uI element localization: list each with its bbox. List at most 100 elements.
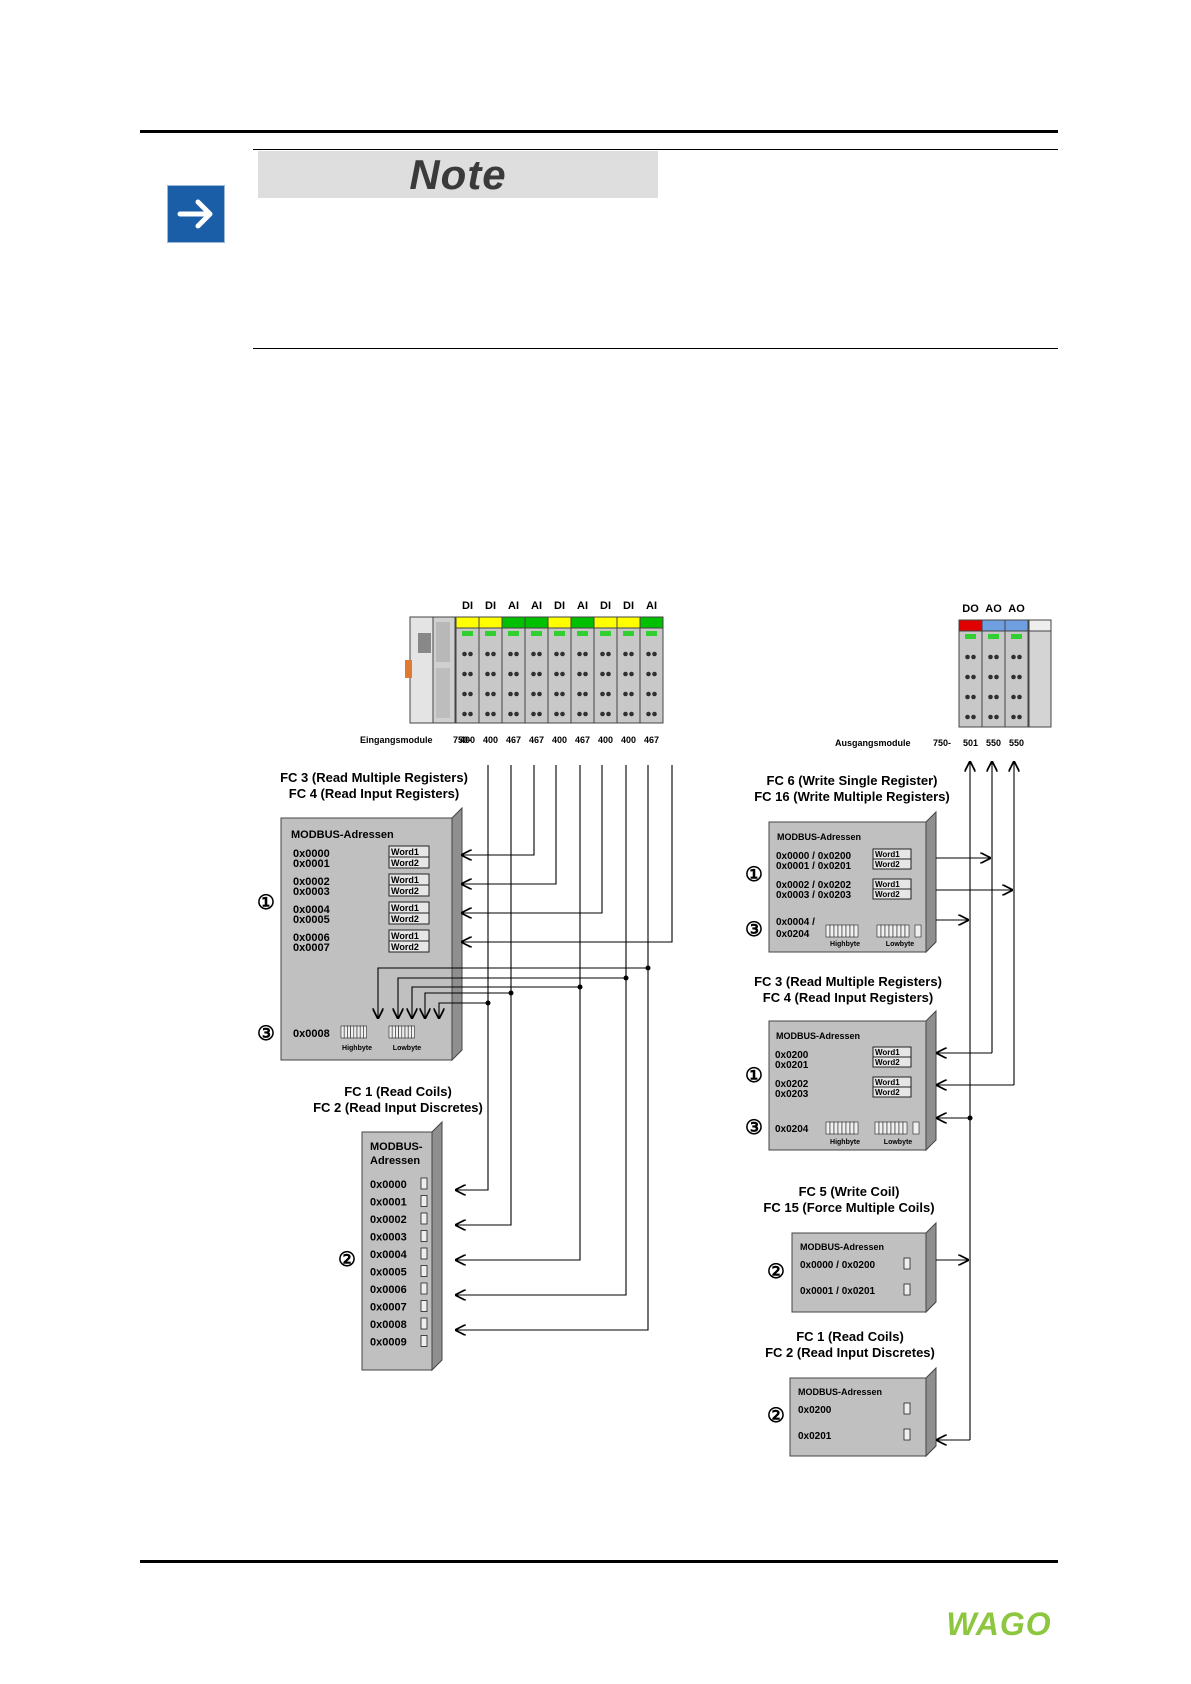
input-type-label: AI	[508, 600, 519, 612]
word1-label: Word1	[391, 931, 419, 941]
di-line-bit-2	[412, 986, 580, 1018]
di-line-bit-1	[398, 977, 626, 1018]
coupler-module	[405, 616, 457, 724]
di-line-coil-0	[456, 765, 489, 1190]
coil-bit	[420, 1195, 428, 1207]
right-rreg-fc-line1: FC 3 (Read Multiple Registers)	[754, 974, 942, 989]
coil-bit	[420, 1282, 428, 1295]
coil-address: 0x0009	[370, 1337, 407, 1349]
right-wreg-bits-line2: 0x0204	[776, 929, 810, 940]
register-address: 0x0003	[293, 886, 330, 898]
coil-address: 0x0000	[370, 1179, 407, 1191]
word1-label: Word1	[875, 1078, 900, 1087]
input-number-label: 400	[621, 735, 636, 745]
right-wcoil-fc-line2: FC 15 (Force Multiple Coils)	[763, 1200, 934, 1215]
coil-bit	[420, 1177, 428, 1190]
output-connection-lines	[936, 762, 1014, 1440]
di-line-coil-1	[456, 765, 512, 1225]
register-address: 0x0201	[775, 1060, 809, 1071]
register-address: 0x0000	[293, 848, 330, 860]
word2-label: Word2	[391, 858, 419, 868]
register-address: 0x0202	[775, 1079, 809, 1090]
coil-bit	[420, 1247, 428, 1260]
di-line-bit-4	[439, 1002, 488, 1018]
right-rreg-marker-3: ③	[745, 1117, 763, 1139]
input-module-3	[524, 616, 549, 724]
output-number-label: 550	[1009, 738, 1024, 748]
right-wcoil-fc-line1: FC 5 (Write Coil)	[799, 1184, 900, 1199]
word2-label: Word2	[391, 942, 419, 952]
coil-bit	[420, 1335, 428, 1347]
right-wreg-header: MODBUS-Adressen	[777, 832, 861, 842]
coil-address: 0x0004	[370, 1249, 408, 1261]
input-type-label: DI	[554, 600, 565, 612]
right-wcoil-header: MODBUS-Adressen	[800, 1242, 884, 1252]
arrow-right-icon	[167, 185, 225, 243]
right-rreg-fc-line2: FC 4 (Read Input Registers)	[763, 990, 933, 1005]
left-reg-header: MODBUS-Adressen	[291, 829, 394, 841]
right-rcoil-fc-line2: FC 2 (Read Input Discretes)	[765, 1345, 935, 1360]
left-reg-fc-line1: FC 3 (Read Multiple Registers)	[280, 770, 468, 785]
input-type-label: AI	[646, 600, 657, 612]
page-footer-rule	[140, 1560, 1058, 1563]
coil-bit	[903, 1283, 911, 1296]
left-coil-fc-line1: FC 1 (Read Coils)	[344, 1084, 452, 1099]
register-address: 0x0005	[293, 914, 330, 926]
word2-label: Word2	[391, 914, 419, 924]
left-coil-marker-2: ②	[338, 1249, 356, 1271]
word2-label: Word2	[391, 886, 419, 896]
end-module	[1028, 619, 1052, 728]
coil-bit	[420, 1212, 428, 1225]
right-rcoil-header: MODBUS-Adressen	[798, 1387, 882, 1397]
coil-address: 0x0001	[370, 1197, 407, 1209]
output-modules-prefix: 750-	[933, 738, 951, 748]
input-modules-prefix: 750-	[453, 735, 471, 745]
di-line-coil-3	[456, 765, 627, 1295]
output-type-label: DO	[962, 603, 979, 615]
output-number-label: 501	[963, 738, 978, 748]
right-write-coil-box	[791, 1221, 937, 1314]
di-line-bit-0	[378, 967, 648, 1018]
di-line-bit-3	[425, 992, 511, 1018]
left-reg-fc-line2: FC 4 (Read Input Registers)	[289, 786, 459, 801]
input-module-1	[478, 616, 503, 724]
input-module-0	[455, 616, 480, 724]
register-address: 0x0003 / 0x0203	[776, 890, 852, 901]
input-number-label: 400	[552, 735, 567, 745]
word2-label: Word2	[875, 860, 900, 869]
input-number-label: 467	[529, 735, 544, 745]
input-connection-lines	[378, 765, 673, 1330]
word2-label: Word2	[875, 1058, 900, 1067]
input-type-label: DI	[623, 600, 634, 612]
right-wcoil-marker-2: ②	[767, 1261, 785, 1283]
right-junction-dots	[967, 1115, 973, 1121]
coil-bit	[420, 1230, 428, 1242]
input-type-label: DI	[485, 600, 496, 612]
left-reg-bits-address: 0x0008	[293, 1028, 330, 1040]
coil-address: 0x0200	[798, 1405, 832, 1416]
input-type-label: DI	[600, 600, 611, 612]
coil-bit	[903, 1402, 911, 1415]
input-number-label: 400	[460, 735, 475, 745]
input-number-label: 400	[483, 735, 498, 745]
register-address: 0x0004	[293, 904, 331, 916]
register-address: 0x0002	[293, 876, 330, 888]
left-coil-header-1: MODBUS-	[370, 1141, 423, 1153]
output-module-1	[981, 619, 1006, 728]
coil-address: 0x0006	[370, 1284, 407, 1296]
right-rreg-highbyte: Highbyte	[830, 1139, 860, 1146]
right-rreg-header: MODBUS-Adressen	[776, 1031, 860, 1041]
right-wreg-lowbyte: Lowbyte	[886, 941, 914, 948]
register-address: 0x0001	[293, 858, 330, 870]
left-coil-box	[361, 1120, 443, 1372]
note-banner: Note	[258, 151, 658, 198]
input-module-8	[639, 616, 664, 724]
input-node: DI400DI400AI467AI467DI400AI467DI400DI400…	[405, 600, 664, 745]
register-address: 0x0000 / 0x0200	[776, 851, 852, 862]
